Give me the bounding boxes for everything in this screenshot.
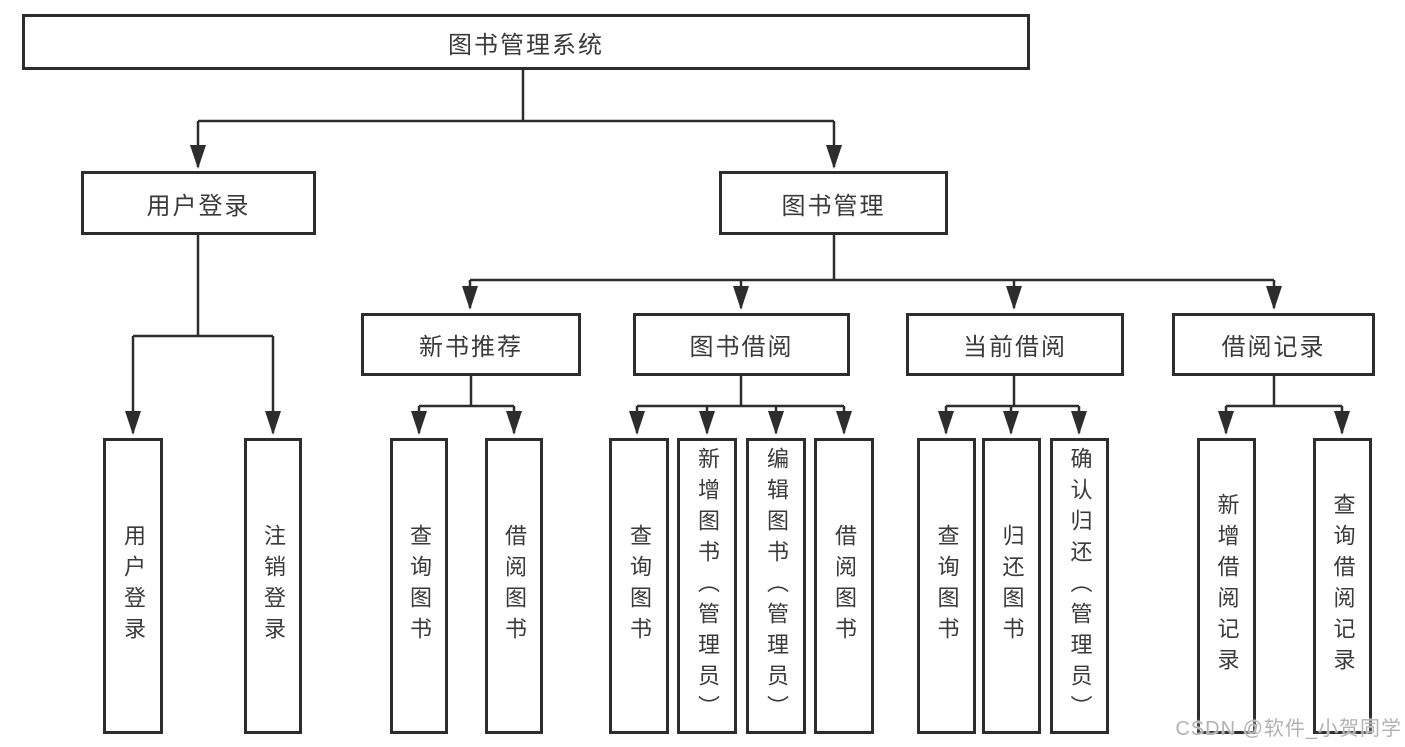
leaf-borrow-borrow: 借阅图书 [814,438,874,734]
node-user-login-branch-label: 用户登录 [146,192,251,220]
node-book-mgmt-branch-label: 图书管理 [781,192,886,220]
leaf-borrow-edit: 编辑图书（管理员） [746,438,806,734]
leaf-current-return-label: 归还图书 [999,524,1025,648]
leaf-current-confirm: 确认归还（管理员） [1050,438,1109,734]
node-new-book-group-label: 新书推荐 [419,334,523,361]
leaf-borrow-add: 新增图书（管理员） [677,438,737,734]
leaf-borrow-edit-label: 编辑图书（管理员） [764,446,789,726]
node-root: 图书管理系统 [22,14,1030,70]
leaf-borrow-borrow-label: 借阅图书 [832,524,857,648]
node-current-borrow-group: 当前借阅 [906,313,1124,376]
leaf-borrow-query: 查询图书 [609,438,669,734]
leaf-record-add: 新增借阅记录 [1197,438,1256,734]
connector-borrow [637,376,844,408]
leaf-logout: 注销登录 [244,438,302,734]
leaf-user-login-label: 用户登录 [121,524,146,648]
leaf-record-query: 查询借阅记录 [1313,438,1372,734]
connector-root [198,70,834,123]
node-book-mgmt-branch: 图书管理 [719,171,948,235]
leaf-current-return: 归还图书 [982,438,1041,734]
leaf-newbook-query-label: 查询图书 [407,524,432,648]
leaf-current-query: 查询图书 [917,438,976,734]
leaf-newbook-borrow: 借阅图书 [485,438,543,734]
watermark: CSDN @软件_小贺同学 [1175,718,1402,740]
node-book-borrow-group: 图书借阅 [633,313,850,376]
leaf-newbook-borrow-label: 借阅图书 [502,524,527,648]
connector-user-branch [133,235,273,338]
node-new-book-group: 新书推荐 [361,313,581,376]
node-book-borrow-group-label: 图书借阅 [689,334,794,361]
connector-current [946,376,1079,408]
leaf-record-query-label: 查询借阅记录 [1330,493,1356,679]
leaf-record-add-label: 新增借阅记录 [1214,493,1240,679]
node-root-label: 图书管理系统 [448,31,604,59]
connector-newbook [419,376,514,408]
leaf-borrow-add-label: 新增图书（管理员） [695,446,720,726]
connector-record [1226,376,1342,408]
connector-book-branch [470,235,1274,282]
leaf-newbook-query: 查询图书 [390,438,448,734]
node-current-borrow-group-label: 当前借阅 [963,334,1067,361]
node-borrow-record-group-label: 借阅记录 [1221,334,1326,361]
leaf-current-confirm-label: 确认归还（管理员） [1067,446,1093,726]
tree-connectors [125,70,1350,435]
node-borrow-record-group: 借阅记录 [1172,313,1375,376]
leaf-logout-label: 注销登录 [261,524,286,648]
leaf-borrow-query-label: 查询图书 [627,524,652,648]
node-user-login-branch: 用户登录 [81,171,316,235]
leaf-current-query-label: 查询图书 [934,524,960,648]
leaf-user-login: 用户登录 [103,438,163,734]
